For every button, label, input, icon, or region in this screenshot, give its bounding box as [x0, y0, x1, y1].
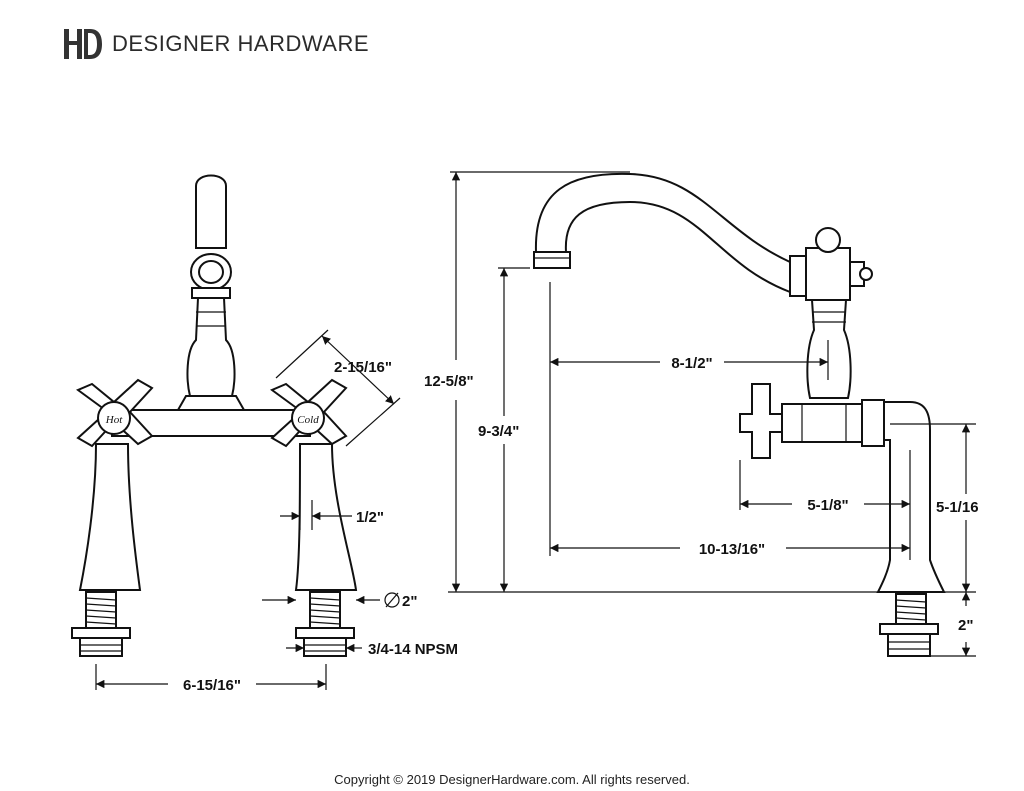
side-leg	[876, 401, 946, 593]
dim-base-diameter-label: 2"	[402, 593, 417, 610]
front-view: Hot Cold	[71, 174, 458, 694]
side-cross-handle	[739, 383, 783, 459]
dim-handle-span: 2-15/16"	[275, 329, 401, 447]
dim-thread: 3/4-14 NPSM	[286, 641, 458, 658]
dim-overall-height: 12-5/8"	[424, 171, 880, 593]
front-spout-top	[195, 174, 227, 249]
dim-handle-reach: 5-1/8"	[739, 450, 911, 560]
left-shank	[71, 591, 131, 657]
side-valve-body	[805, 247, 851, 301]
right-leg	[294, 443, 358, 591]
front-spout-ring	[190, 253, 232, 291]
side-valve-cap-left	[789, 255, 807, 297]
cold-label: Cold	[297, 414, 319, 426]
dim-shank-length-label: 2"	[958, 617, 973, 634]
side-spout	[534, 172, 791, 294]
side-bridge-valve	[781, 403, 863, 443]
dim-base-to-spout-reach: 10-13/16"	[550, 541, 910, 558]
front-spout-collar	[191, 287, 231, 299]
dim-thread-label: 3/4-14 NPSM	[368, 641, 458, 658]
brand-name: DESIGNER HARDWARE	[112, 31, 370, 56]
front-spout-body	[186, 297, 236, 397]
side-spout-tip	[533, 251, 571, 269]
dim-center-spacing: 6-15/16"	[95, 664, 327, 694]
dim-base-to-spout-reach-label: 10-13/16"	[699, 541, 765, 558]
designer-hardware-logo-icon	[64, 29, 102, 59]
dim-leg-width-label: 1/2"	[356, 509, 384, 526]
side-shank	[879, 593, 939, 657]
dim-shank-length: 2"	[930, 592, 976, 657]
brand-header: DESIGNER HARDWARE	[62, 24, 369, 64]
dim-handle-reach-label: 5-1/8"	[807, 497, 848, 514]
dim-leg-height: 5-1/16	[890, 423, 979, 593]
side-valve-column	[806, 299, 852, 399]
dim-center-spacing-label: 6-15/16"	[183, 677, 241, 694]
dim-base-diameter: 2"	[262, 592, 417, 610]
dim-spout-height-label: 9-3/4"	[478, 423, 519, 440]
hot-label: Hot	[105, 414, 123, 426]
dim-handle-span-label: 2-15/16"	[334, 359, 392, 376]
side-valve-finial	[815, 227, 841, 253]
dim-spout-reach-label: 8-1/2"	[671, 355, 712, 372]
copyright-notice: Copyright © 2019 DesignerHardware.com. A…	[334, 772, 690, 787]
side-view: 12-5/8" 9-3/4" 8-1/2" 5-1/8"	[424, 171, 979, 657]
dim-overall-height-label: 12-5/8"	[424, 373, 474, 390]
dim-leg-height-label: 5-1/16	[936, 499, 979, 516]
dim-spout-reach: 8-1/2"	[549, 282, 829, 556]
dim-spout-height: 9-3/4"	[478, 267, 530, 592]
left-leg	[78, 443, 142, 591]
dim-leg-width: 1/2"	[280, 500, 384, 530]
right-shank	[295, 591, 355, 657]
left-cross-handle: Hot	[75, 378, 154, 448]
